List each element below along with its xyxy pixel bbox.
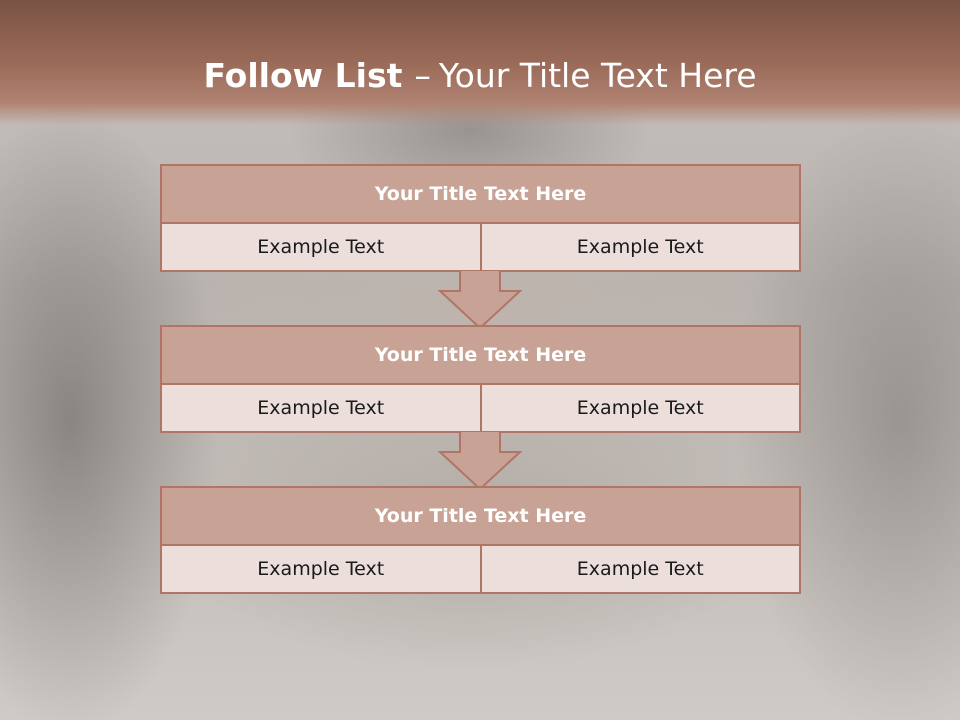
down-arrow-icon bbox=[438, 431, 522, 491]
block-row: Example Text Example Text bbox=[162, 385, 799, 431]
block-cell-left: Example Text bbox=[257, 558, 385, 580]
list-block-2: Your Title Text Here Example Text Exampl… bbox=[160, 325, 801, 433]
title-dash: – bbox=[414, 56, 431, 95]
block-cell-right: Example Text bbox=[479, 385, 800, 431]
title-bold: Follow List bbox=[203, 56, 403, 95]
block-row: Example Text Example Text bbox=[162, 546, 799, 592]
block-row: Example Text Example Text bbox=[162, 224, 799, 270]
block-cell-right: Example Text bbox=[479, 224, 800, 270]
block-title: Your Title Text Here bbox=[162, 327, 799, 385]
header-band bbox=[0, 0, 960, 125]
slide-title: Follow List–Your Title Text Here bbox=[0, 56, 960, 96]
block-cell-left: Example Text bbox=[257, 236, 385, 258]
list-block-3: Your Title Text Here Example Text Exampl… bbox=[160, 486, 801, 594]
list-block-1: Your Title Text Here Example Text Exampl… bbox=[160, 164, 801, 272]
block-cell-right: Example Text bbox=[479, 546, 800, 592]
block-cell-left: Example Text bbox=[257, 397, 385, 419]
title-rest: Your Title Text Here bbox=[438, 56, 757, 95]
block-title: Your Title Text Here bbox=[162, 166, 799, 224]
block-title: Your Title Text Here bbox=[162, 488, 799, 546]
down-arrow-icon bbox=[438, 270, 522, 330]
